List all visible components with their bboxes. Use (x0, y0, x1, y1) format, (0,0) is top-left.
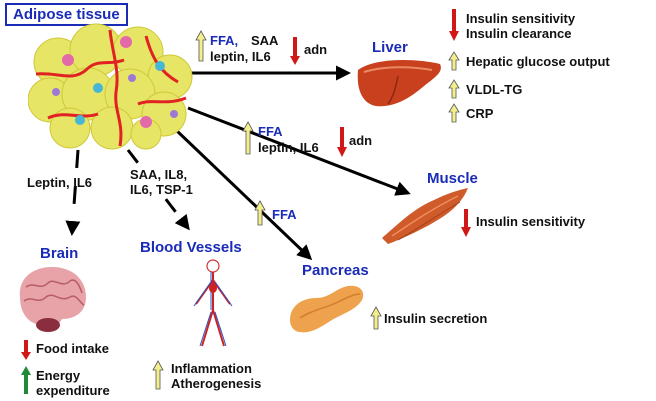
blood-vessels-image (193, 259, 233, 347)
up-arrow-icon (152, 360, 164, 390)
liver-edge-leptin: leptin, IL6 (210, 49, 271, 64)
vessels-effect: Inflammation (171, 361, 252, 376)
arrow-to-pancreas (174, 128, 313, 261)
muscle-title: Muscle (427, 170, 478, 187)
arrow-to-brain (65, 149, 81, 236)
arrow-to-muscle (187, 106, 411, 196)
down-arrow-icon (290, 37, 300, 65)
up-arrow-icon (21, 366, 31, 394)
muscle-edge-leptin: leptin, IL6 (258, 140, 319, 155)
muscle-effect: Insulin sensitivity (476, 214, 586, 229)
up-arrow-icon (370, 306, 382, 330)
adipose-tissue-image (28, 23, 193, 150)
up-arrow-icon (448, 103, 460, 123)
brain-title: Brain (40, 245, 79, 262)
liver-effect: Insulin sensitivity (466, 11, 576, 26)
pancreas-effect: Insulin secretion (384, 311, 488, 326)
liver-edge-saa: SAA (251, 33, 279, 48)
brain-effect: expenditure (36, 383, 110, 398)
up-arrow-icon (448, 51, 460, 71)
liver-edge-ffa: FFA, (210, 33, 239, 48)
up-arrow-icon (195, 30, 207, 62)
vessels-edge-line1: SAA, IL8, (130, 167, 188, 182)
down-arrow-icon (337, 127, 347, 157)
brain-effect: Energy (36, 368, 81, 383)
up-arrow-icon (242, 121, 254, 155)
brain-effect: Food intake (36, 341, 109, 356)
vessels-effect: Atherogenesis (171, 376, 262, 391)
down-arrow-icon (449, 9, 459, 41)
down-arrow-icon (21, 340, 31, 360)
pancreas-edge-ffa: FFA (272, 207, 297, 222)
liver-effect: Hepatic glucose output (466, 54, 610, 69)
liver-effect: Insulin clearance (466, 26, 572, 41)
up-arrow-icon (448, 79, 460, 99)
pancreas-title: Pancreas (302, 262, 369, 279)
liver-effect: CRP (466, 106, 494, 121)
vessels-edge-line2: IL6, TSP-1 (130, 182, 193, 197)
muscle-image (382, 188, 468, 244)
vessels-title: Blood Vessels (140, 239, 242, 256)
muscle-edge-adn: adn (349, 133, 373, 148)
brain-image (19, 267, 87, 332)
liver-title: Liver (372, 39, 408, 56)
up-arrow-icon (254, 200, 266, 226)
liver-image (357, 60, 441, 107)
down-arrow-icon (461, 209, 471, 237)
brain-edge-label: Leptin, IL6 (27, 175, 92, 190)
liver-edge-adn: adn (304, 42, 328, 57)
liver-effect: VLDL-TG (466, 82, 523, 97)
adipose-title: Adipose tissue (5, 3, 128, 26)
pancreas-image (290, 285, 364, 333)
muscle-edge-ffa: FFA (258, 124, 283, 139)
